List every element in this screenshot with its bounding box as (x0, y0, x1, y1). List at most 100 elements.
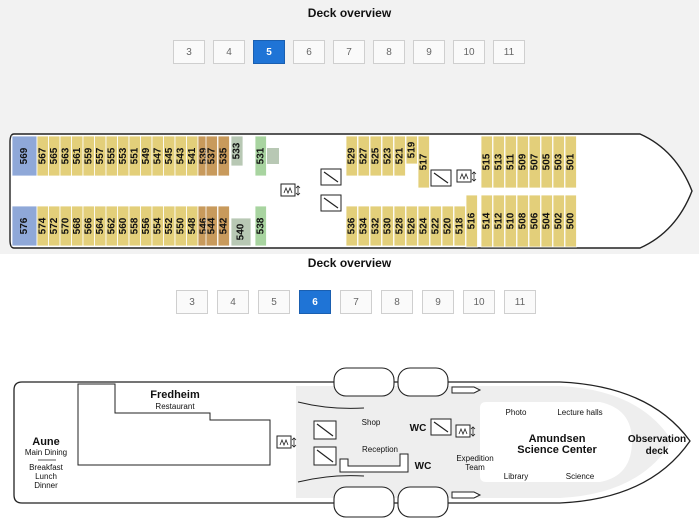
library-label: Library (504, 472, 528, 481)
deck6-tab-8[interactable]: 8 (381, 290, 413, 314)
cabin-524[interactable] (417, 205, 430, 247)
cabin-536[interactable] (345, 205, 358, 247)
cabin-534[interactable] (357, 205, 370, 247)
cabin-label: 572 (49, 217, 60, 234)
cabin-535[interactable] (217, 135, 230, 177)
lifeboat (333, 367, 395, 397)
cabin-516[interactable] (465, 194, 478, 248)
deck6-tab-3[interactable]: 3 (176, 290, 208, 314)
cabin-label: 530 (382, 217, 393, 234)
deck6-tab-7[interactable]: 7 (340, 290, 372, 314)
cabin-label: 516 (466, 212, 477, 229)
cabin-529[interactable] (345, 135, 358, 177)
cabin-label: 570 (60, 217, 71, 234)
cabin-label: 543 (175, 147, 186, 164)
deck5-tab-3[interactable]: 3 (173, 40, 205, 64)
meal-lunch: Lunch (35, 472, 57, 481)
deck6-tab-10[interactable]: 10 (463, 290, 495, 314)
cabin-518[interactable] (453, 205, 466, 247)
deck6-tab-11[interactable]: 11 (504, 290, 536, 314)
deck5-tab-8[interactable]: 8 (373, 40, 405, 64)
cabin-label: 517 (418, 153, 429, 170)
deck5-tab-4[interactable]: 4 (213, 40, 245, 64)
fredheim-outline (77, 383, 271, 466)
cabin-label: 527 (358, 147, 369, 164)
cabin-528[interactable] (393, 205, 406, 247)
cabin-500[interactable] (564, 194, 577, 248)
deck6-tab-6[interactable]: 6 (299, 290, 331, 314)
cabin-530[interactable] (381, 205, 394, 247)
deck5-tab-7[interactable]: 7 (333, 40, 365, 64)
cabin-525[interactable] (369, 135, 382, 177)
cabin-519[interactable] (405, 135, 418, 165)
cabin-512[interactable] (492, 194, 505, 248)
deck5-tab-6[interactable]: 6 (293, 40, 325, 64)
cabin-522[interactable] (429, 205, 442, 247)
cabin-509[interactable] (516, 135, 529, 189)
cabin-544[interactable] (205, 205, 218, 247)
cabin-label: 509 (517, 153, 528, 170)
cabin-511[interactable] (504, 135, 517, 189)
cabin-513[interactable] (492, 135, 505, 189)
fredheim-label: Fredheim (150, 389, 200, 401)
cabin-label: 574 (37, 217, 48, 234)
cabin-label: 502 (553, 212, 564, 229)
cabin-label: 524 (418, 217, 429, 234)
cabin-542[interactable] (217, 205, 230, 247)
cabin-label: 506 (529, 212, 540, 229)
deck5-tab-9[interactable]: 9 (413, 40, 445, 64)
cabin-label: 515 (481, 153, 492, 170)
cabin-520[interactable] (441, 205, 454, 247)
deck6-tabs: 3 4 5 6 7 8 9 10 11 (176, 290, 536, 314)
cabin-505[interactable] (540, 135, 553, 189)
cabin-502[interactable] (552, 194, 565, 248)
cabin-533[interactable] (230, 135, 244, 167)
cabin-label: 504 (541, 212, 552, 229)
lifeboat (397, 367, 449, 397)
cabin-504[interactable] (540, 194, 553, 248)
deck6-title: Deck overview (307, 256, 392, 270)
deck6-tab-4[interactable]: 4 (217, 290, 249, 314)
cabin-527[interactable] (357, 135, 370, 177)
deck5-tab-10[interactable]: 10 (453, 40, 485, 64)
cabin-531[interactable] (254, 135, 267, 177)
cabin-569[interactable] (11, 135, 38, 177)
cabin-517[interactable] (417, 135, 430, 189)
cabin-508[interactable] (516, 194, 529, 248)
cabin-label: 562 (106, 217, 117, 234)
deck5-tab-11[interactable]: 11 (493, 40, 525, 64)
cabin-label: 521 (394, 147, 405, 164)
wc-label-2: WC (415, 461, 432, 472)
cabin-503[interactable] (552, 135, 565, 189)
cabin-523[interactable] (381, 135, 394, 177)
cabin-label: 554 (152, 217, 163, 234)
cabin-510[interactable] (504, 194, 517, 248)
shop-label: Shop (362, 418, 381, 427)
cabin-526[interactable] (405, 205, 418, 247)
cabin-537[interactable] (205, 135, 218, 177)
cabin-521[interactable] (393, 135, 406, 177)
deck-label: deck (646, 446, 669, 457)
deck5-tab-5[interactable]: 5 (253, 40, 285, 64)
cabin-label: 547 (152, 147, 163, 164)
cabin-538[interactable] (254, 205, 267, 247)
cabin-label: 529 (346, 147, 357, 164)
photo-label: Photo (506, 408, 527, 417)
cabin-label: 576 (19, 217, 30, 234)
cabin-label: 556 (141, 217, 152, 234)
cabin-514[interactable] (480, 194, 493, 248)
cabin-515[interactable] (480, 135, 493, 189)
deck6-tab-5[interactable]: 5 (258, 290, 290, 314)
deck6-tab-9[interactable]: 9 (422, 290, 454, 314)
cabin-576[interactable] (11, 205, 38, 247)
cabin-label: 522 (430, 217, 441, 234)
cabin-532[interactable] (369, 205, 382, 247)
deck5-tabs: 3 4 5 6 7 8 9 10 11 (173, 40, 525, 64)
cabin-540[interactable] (230, 217, 252, 247)
cabin-506[interactable] (528, 194, 541, 248)
cabin-507[interactable] (528, 135, 541, 189)
cabin-501[interactable] (564, 135, 577, 189)
restaurant-label: Restaurant (155, 402, 195, 411)
